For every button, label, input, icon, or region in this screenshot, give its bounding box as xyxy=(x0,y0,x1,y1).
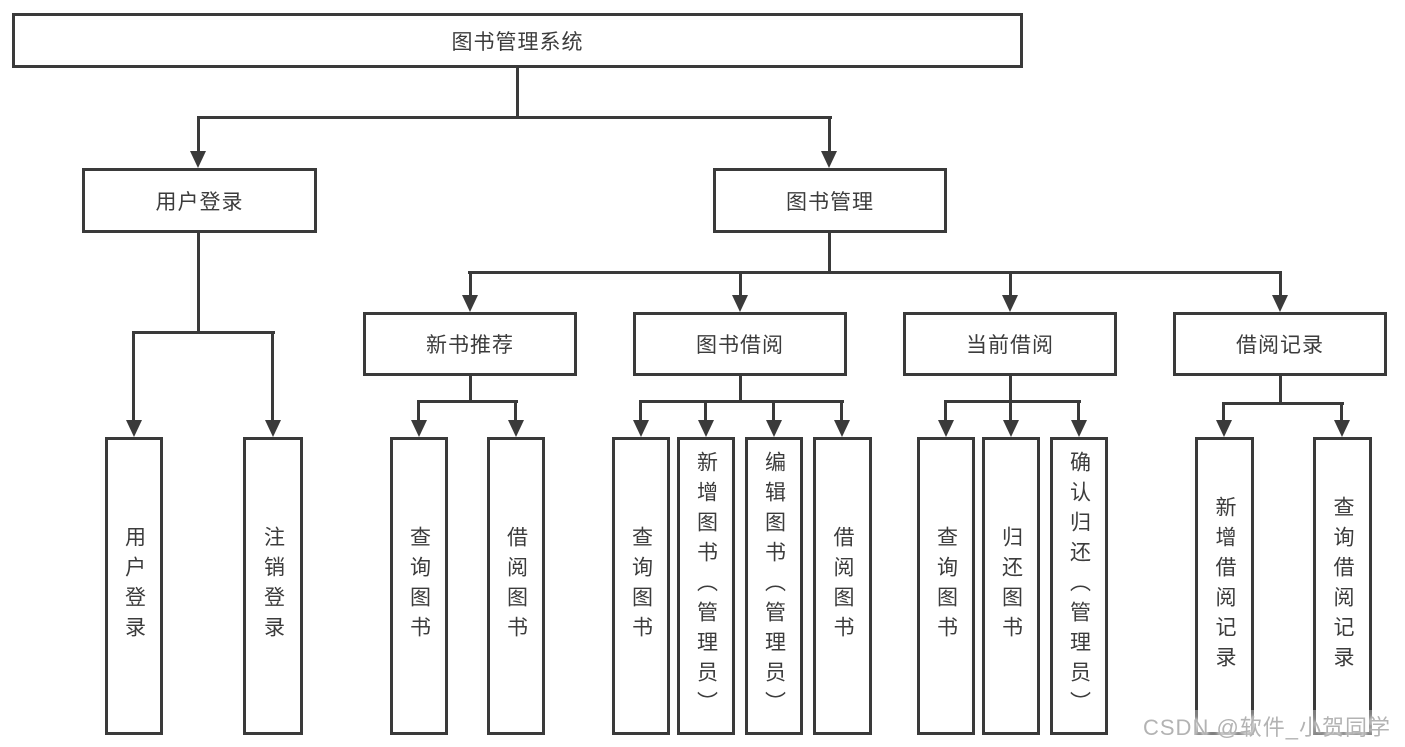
arrow-down-icon xyxy=(633,420,649,437)
leaf-logout-label: 注销登录 xyxy=(261,526,285,646)
connector-borrowing-records-crossbar xyxy=(1222,402,1344,405)
leaf-edit-book-admin: 编辑图书（管理员） xyxy=(745,437,803,735)
node-library-system: 图书管理系统 xyxy=(12,13,1023,68)
arrow-down-icon xyxy=(834,420,850,437)
leaf-add-borrow-record: 新增借阅记录 xyxy=(1195,437,1254,735)
connector-shaft xyxy=(514,400,517,421)
arrow-down-icon xyxy=(821,151,837,168)
connector-shaft xyxy=(944,400,947,421)
connector-new-book-stem xyxy=(469,376,472,402)
leaf-borrow-books-recommend-label: 借阅图书 xyxy=(504,526,528,646)
node-user-login: 用户登录 xyxy=(82,168,317,233)
connector-shaft xyxy=(1077,400,1080,421)
connector-book-borrowing-crossbar xyxy=(639,400,844,403)
leaf-borrow-books-borrowing-label: 借阅图书 xyxy=(831,526,854,646)
arrow-down-icon xyxy=(698,420,714,437)
node-book-management-label: 图书管理 xyxy=(786,190,874,214)
leaf-query-borrow-record-label: 查询借阅记录 xyxy=(1331,496,1354,676)
arrow-down-icon xyxy=(190,151,206,168)
node-borrowing-records-label: 借阅记录 xyxy=(1236,334,1324,357)
leaf-add-borrow-record-label: 新增借阅记录 xyxy=(1213,496,1236,676)
leaf-borrow-books-borrowing: 借阅图书 xyxy=(813,437,872,735)
node-borrowing-records: 借阅记录 xyxy=(1173,312,1387,376)
connector-to-borrowing-records-shaft xyxy=(1279,271,1282,297)
arrow-down-icon xyxy=(1003,420,1019,437)
leaf-query-books-recommend-label: 查询图书 xyxy=(407,526,431,646)
connector-current-borrowing-stem xyxy=(1009,376,1012,402)
arrow-down-icon xyxy=(508,420,524,437)
arrow-down-icon xyxy=(462,295,478,312)
connector-shaft xyxy=(704,400,707,421)
connector-current-borrowing-crossbar xyxy=(944,400,1081,403)
connector-to-user-login-shaft xyxy=(197,116,200,154)
csdn-watermark: CSDN @软件_小贺同学 xyxy=(1143,710,1392,742)
node-book-borrowing: 图书借阅 xyxy=(633,312,847,376)
leaf-user-login: 用户登录 xyxy=(105,437,163,735)
arrow-down-icon xyxy=(1002,295,1018,312)
leaf-add-book-admin-label: 新增图书（管理员） xyxy=(694,451,718,721)
node-current-borrowing-label: 当前借阅 xyxy=(966,334,1054,357)
arrow-down-icon xyxy=(1071,420,1087,437)
node-book-management: 图书管理 xyxy=(713,168,947,233)
arrow-down-icon xyxy=(766,420,782,437)
connector-to-new-book-shaft xyxy=(469,271,472,297)
connector-root-crossbar xyxy=(197,116,832,119)
leaf-add-book-admin: 新增图书（管理员） xyxy=(677,437,735,735)
connector-shaft xyxy=(840,400,843,421)
connector-new-book-crossbar xyxy=(417,400,518,403)
connector-user-login-stem xyxy=(197,233,200,333)
connector-to-leaf-user-login-shaft xyxy=(132,331,135,421)
leaf-edit-book-admin-label: 编辑图书（管理员） xyxy=(762,451,786,721)
arrow-down-icon xyxy=(938,420,954,437)
arrow-down-icon xyxy=(1334,420,1350,437)
connector-user-login-crossbar xyxy=(133,331,275,334)
connector-root-stem xyxy=(516,66,519,118)
arrow-down-icon xyxy=(1272,295,1288,312)
connector-book-borrowing-stem xyxy=(739,376,742,402)
node-book-borrowing-label: 图书借阅 xyxy=(696,334,784,357)
leaf-confirm-return-admin: 确认归还（管理员） xyxy=(1050,437,1108,735)
leaf-query-books-current-label: 查询图书 xyxy=(934,526,958,646)
node-current-borrowing: 当前借阅 xyxy=(903,312,1117,376)
arrow-down-icon xyxy=(411,420,427,437)
connector-shaft xyxy=(1009,400,1012,421)
node-user-login-label: 用户登录 xyxy=(155,190,244,214)
leaf-query-books-recommend: 查询图书 xyxy=(390,437,448,735)
connector-shaft xyxy=(417,400,420,421)
leaf-query-borrow-record: 查询借阅记录 xyxy=(1313,437,1372,735)
node-library-system-label: 图书管理系统 xyxy=(451,30,584,54)
connector-book-management-stem xyxy=(828,233,831,273)
leaf-return-books: 归还图书 xyxy=(982,437,1040,735)
leaf-return-books-label: 归还图书 xyxy=(999,526,1023,646)
connector-to-current-borrowing-shaft xyxy=(1009,271,1012,297)
leaf-user-login-label: 用户登录 xyxy=(122,526,146,646)
connector-borrowing-records-stem xyxy=(1279,376,1282,404)
connector-shaft xyxy=(772,400,775,421)
leaf-logout: 注销登录 xyxy=(243,437,303,735)
connector-to-leaf-logout-shaft xyxy=(271,331,274,421)
leaf-query-books-borrowing-label: 查询图书 xyxy=(629,526,653,646)
connector-shaft xyxy=(639,400,642,421)
connector-to-book-management-shaft xyxy=(828,116,831,154)
arrow-down-icon xyxy=(732,295,748,312)
leaf-borrow-books-recommend: 借阅图书 xyxy=(487,437,545,735)
connector-to-book-borrowing-shaft xyxy=(739,271,742,297)
arrow-down-icon xyxy=(126,420,142,437)
arrow-down-icon xyxy=(265,420,281,437)
connector-shaft xyxy=(1340,402,1343,421)
node-new-book-recommend: 新书推荐 xyxy=(363,312,577,376)
leaf-confirm-return-admin-label: 确认归还（管理员） xyxy=(1067,451,1091,721)
connector-shaft xyxy=(1222,402,1225,421)
node-new-book-recommend-label: 新书推荐 xyxy=(426,334,514,357)
arrow-down-icon xyxy=(1216,420,1232,437)
leaf-query-books-borrowing: 查询图书 xyxy=(612,437,670,735)
connector-book-management-crossbar xyxy=(468,271,1282,274)
leaf-query-books-current: 查询图书 xyxy=(917,437,975,735)
